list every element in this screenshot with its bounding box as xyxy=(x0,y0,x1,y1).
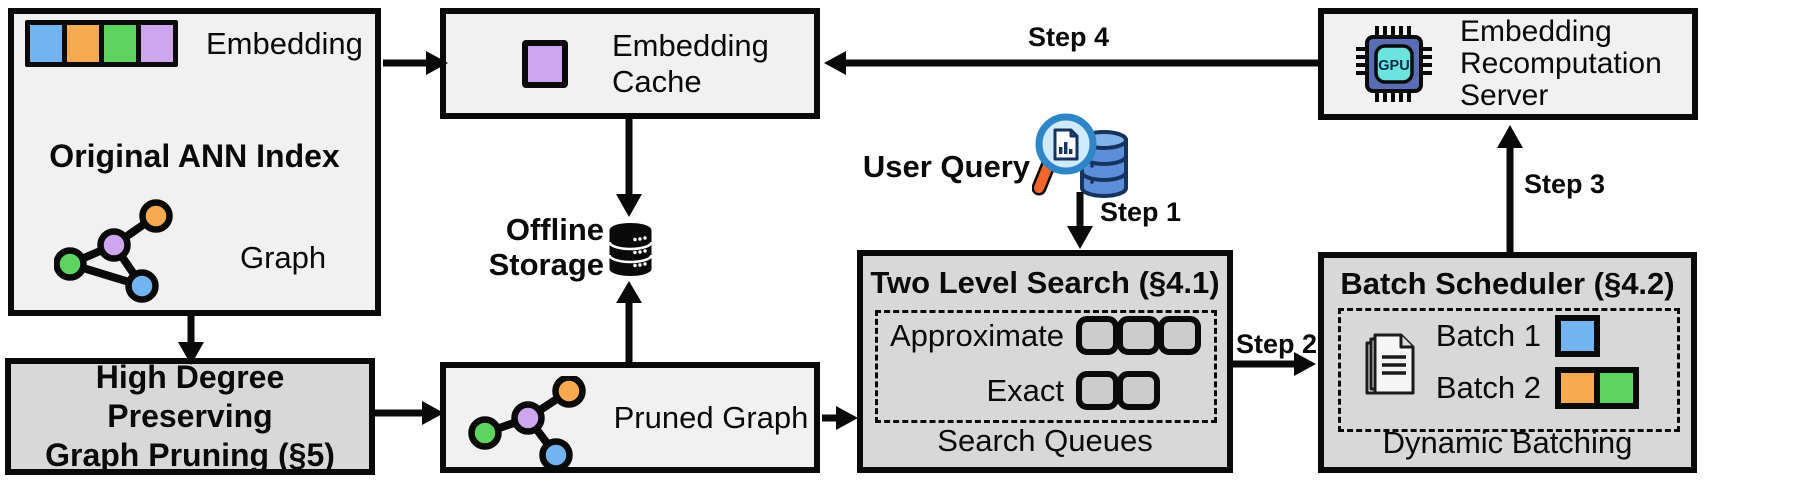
exact-label: Exact xyxy=(986,372,1064,408)
original-graph-icon xyxy=(54,199,173,303)
arrow-cache-to-storage xyxy=(616,117,642,217)
recomputation-server-label-line2: Recomputation xyxy=(1460,47,1662,80)
gpu-chip-icon: GPU xyxy=(1356,26,1432,102)
arrow-step3 xyxy=(1497,125,1523,254)
arrow-pruning-to-pruned-graph xyxy=(375,401,444,425)
two-level-search-box: Two Level Search (§4.1) Approximate Exac… xyxy=(857,250,1233,473)
batch-scheduler-title: Batch Scheduler (§4.2) xyxy=(1340,266,1675,301)
offline-storage-label: Offline Storage xyxy=(458,212,604,282)
batch-2-item-green xyxy=(1594,367,1639,409)
user-query-icon xyxy=(1032,113,1128,198)
batch-2-item-orange xyxy=(1555,367,1600,409)
embedding-vector-icon xyxy=(25,20,178,67)
offline-storage-label-line2: Storage xyxy=(488,247,604,282)
graph-label: Graph xyxy=(240,240,327,275)
batch-1-item-blue xyxy=(1555,315,1600,357)
batch-2-label: Batch 2 xyxy=(1435,370,1541,405)
search-queues-label: Search Queues xyxy=(937,423,1153,458)
step-2-label: Step 2 xyxy=(1236,329,1318,359)
recomputation-server-box: GPU Embedding Recomputation Server xyxy=(1318,8,1698,120)
gpu-text: GPU xyxy=(1378,58,1409,74)
embedding-cell-blue xyxy=(30,25,62,62)
embedding-cache-label: Embedding Cache xyxy=(612,28,769,100)
batch-2-row: Batch 2 xyxy=(1341,367,1639,409)
graph-pruning-box: High Degree Preserving Graph Pruning (§5… xyxy=(5,358,375,475)
embedding-strip-row: Embedding xyxy=(25,20,363,67)
batch-1-row: Batch 1 xyxy=(1341,315,1600,357)
graph-pruning-title-line1: High Degree Preserving xyxy=(95,359,285,434)
embedding-cell-orange xyxy=(67,25,99,62)
embedding-cell-purple xyxy=(141,25,173,62)
arrow-ann-to-cache xyxy=(383,51,448,75)
dynamic-batching-label: Dynamic Batching xyxy=(1382,425,1633,460)
recomputation-server-label: Embedding Recomputation Server xyxy=(1460,16,1662,112)
step-1-label: Step 1 xyxy=(1100,197,1182,227)
batch-1-label: Batch 1 xyxy=(1435,318,1541,353)
queue-slot-icon xyxy=(1076,371,1119,410)
offline-storage-database-icon xyxy=(608,223,653,276)
arrow-step4 xyxy=(824,51,1320,75)
embedding-cache-label-line2: Cache xyxy=(612,63,702,99)
arrow-pruned-graph-to-storage xyxy=(616,281,642,364)
batch-scheduler-box: Batch Scheduler (§4.2) Batch 1 xyxy=(1318,252,1697,473)
embedding-label: Embedding xyxy=(206,25,363,61)
queue-slot-icon xyxy=(1117,316,1160,355)
queue-slot-icon xyxy=(1117,371,1160,410)
pruned-graph-icon xyxy=(468,376,586,471)
cached-embedding-icon xyxy=(522,39,568,88)
two-level-search-title: Two Level Search (§4.1) xyxy=(870,265,1220,300)
step-3-label: Step 3 xyxy=(1524,169,1606,199)
embedding-cache-box: Embedding Cache xyxy=(440,8,820,119)
original-ann-index-box: Embedding Original ANN Index Graph xyxy=(8,8,381,316)
documents-stack-icon xyxy=(1365,333,1415,395)
pruned-graph-box: Pruned Graph xyxy=(440,362,820,473)
approximate-queue-row: Approximate xyxy=(878,316,1201,355)
user-query-label: User Query xyxy=(862,149,1030,184)
recomputation-server-label-line1: Embedding xyxy=(1460,15,1612,48)
approximate-label: Approximate xyxy=(889,317,1064,353)
offline-storage-label-line1: Offline xyxy=(505,212,604,247)
pruned-graph-label: Pruned Graph xyxy=(613,399,809,435)
arrow-pruned-graph-to-search xyxy=(822,406,858,430)
search-queues-dashed-panel: Approximate Exact xyxy=(875,310,1217,423)
exact-queue-row: Exact xyxy=(878,371,1160,410)
step-4-label: Step 4 xyxy=(1028,22,1110,52)
dynamic-batching-dashed-panel: Batch 1 Batch 2 xyxy=(1338,308,1680,432)
queue-slot-icon xyxy=(1158,316,1201,355)
embedding-cache-label-line1: Embedding xyxy=(612,27,769,63)
queue-slot-icon xyxy=(1076,316,1119,355)
embedding-cell-green xyxy=(104,25,136,62)
graph-pruning-title-line2: Graph Pruning (§5) xyxy=(45,437,335,473)
recomputation-server-label-line3: Server xyxy=(1460,79,1549,112)
original-ann-index-title: Original ANN Index xyxy=(49,138,340,174)
